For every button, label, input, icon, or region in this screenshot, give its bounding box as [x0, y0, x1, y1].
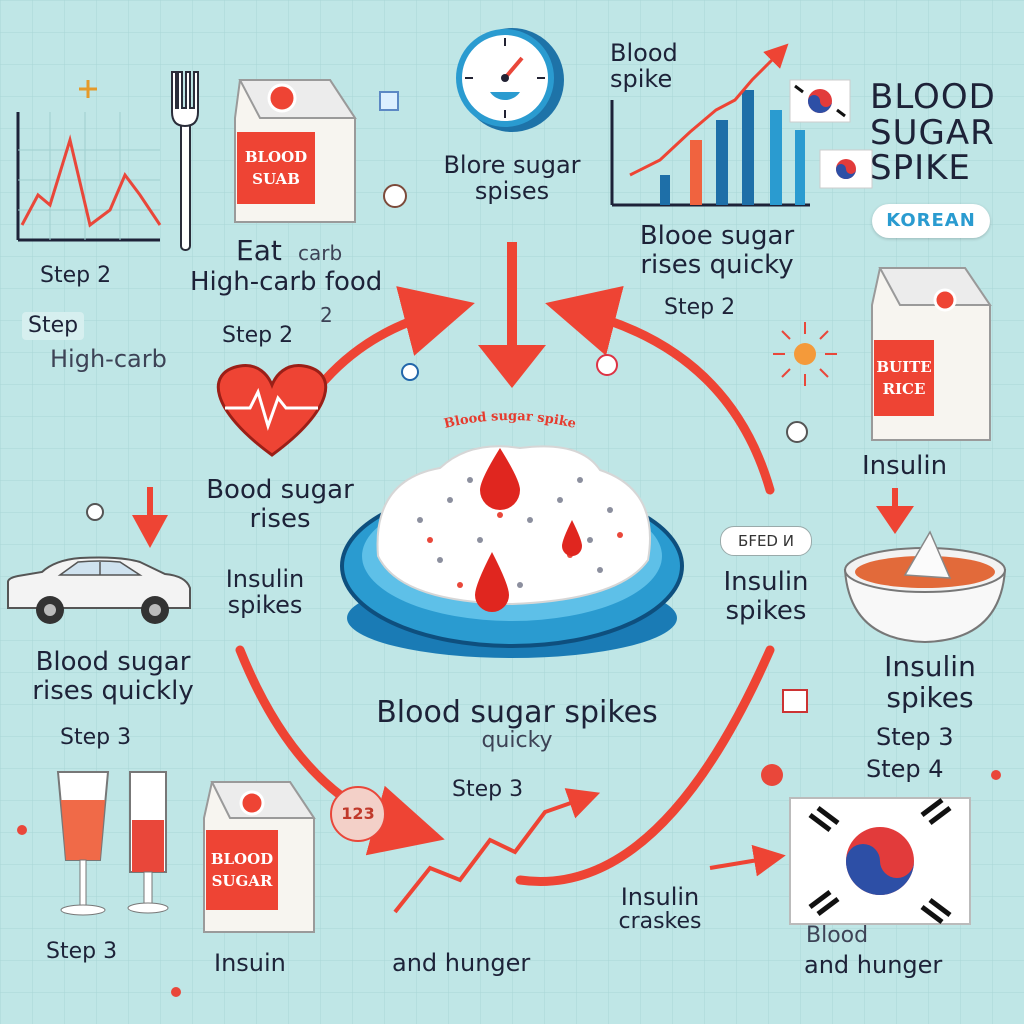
step-label: Step 2 [222, 323, 294, 348]
center-main-label: Blood sugar spikes quicky [376, 695, 658, 753]
title-line: SPIKE [870, 148, 971, 189]
insuin-label: Insuin [214, 949, 286, 977]
carton-text: BUITE [876, 358, 931, 376]
page-title: BLOOD SUGAR SPIKE [870, 77, 996, 189]
milk-carton-icon [234, 79, 357, 223]
and-hunger-label: and hunger [804, 951, 943, 979]
clock-icon [456, 28, 564, 132]
deco-square-icon [379, 91, 399, 111]
bloo-sugar-rises-label: Blooе sugаr rises quicky [639, 221, 795, 280]
carton-text: RICE [883, 380, 926, 398]
glass-icon [127, 771, 169, 914]
fork-icon [171, 71, 199, 251]
step-label: Step 3 [452, 777, 524, 802]
line-chart-icon [16, 112, 162, 242]
carton-text: SUGAR [212, 872, 273, 890]
down-arrow-icon [478, 242, 546, 388]
korean-flag-icon [819, 149, 873, 189]
korean-flag-icon [789, 79, 851, 123]
blood-label: Blood [806, 923, 869, 948]
step-label: Step 2 [40, 263, 112, 288]
step-label: Step 2 [664, 295, 736, 320]
small-number: 2 [320, 303, 333, 327]
korean-flag-icon [789, 797, 971, 925]
glass-icon [56, 771, 110, 916]
title-line: SUGAR [870, 112, 995, 153]
step-label: Step [22, 312, 85, 341]
car-icon [7, 556, 191, 624]
blore-sugar-label: Blore sugar spises [443, 151, 581, 206]
step-label: Step 3 [876, 723, 954, 751]
high-carb-label: High-carb [50, 345, 167, 373]
right-arrow [709, 844, 786, 877]
title-line: BLOOD [870, 77, 996, 117]
carton-text: BLOOD [245, 148, 307, 166]
eat-label: Eat [236, 234, 282, 267]
bood-sugar-rises-label: Bood sugar rises [206, 475, 354, 534]
tag-badge: БFED И [720, 526, 812, 556]
rice-bowl-icon [340, 445, 684, 658]
chart-title: Blood spike [610, 39, 678, 94]
heart-pulse-icon [216, 364, 328, 457]
down-arrow-icon [876, 488, 914, 534]
carton-text: SUAB [252, 170, 300, 188]
center-curve-text: Blood sugar spike [443, 409, 578, 432]
soup-bowl-icon [843, 530, 1007, 644]
milk-carton-icon [871, 267, 992, 441]
milk-carton-icon [203, 781, 316, 933]
bar-chart-icon [610, 43, 810, 207]
carton-text: BLOOD [211, 850, 273, 868]
insulin-spikes-label: Insulin spikes [884, 650, 976, 714]
blood-sugar-rises-label: Blood sugar rises quickly [32, 647, 194, 706]
number-badge: 123 [330, 786, 386, 842]
eat-carb-label: carb [298, 241, 343, 265]
sun-icon [773, 322, 837, 386]
insulin-crashes-label: Insulin craskes [618, 883, 702, 935]
blood-drop-icon [475, 448, 582, 612]
zigzag-arrow [393, 788, 601, 914]
step-label: Step 4 [866, 755, 944, 783]
deco-dot-icon [383, 184, 407, 208]
insulin-label: Insulin [862, 451, 948, 481]
language-badge: KOREAN [872, 204, 990, 238]
deco-dots [17, 354, 1001, 997]
down-arrow-icon [132, 487, 168, 548]
insulin-spikes-label: Insulin spikes [723, 567, 809, 626]
sparkle-icon [79, 80, 97, 98]
step-label: Step 3 [60, 725, 132, 750]
insulin-spikes-label: Insulin spikes [225, 565, 305, 620]
high-carb-food-label: High-carb food [190, 267, 383, 297]
step-label: Step 3 [46, 939, 118, 964]
and-hunger-label: and hunger [392, 949, 531, 977]
